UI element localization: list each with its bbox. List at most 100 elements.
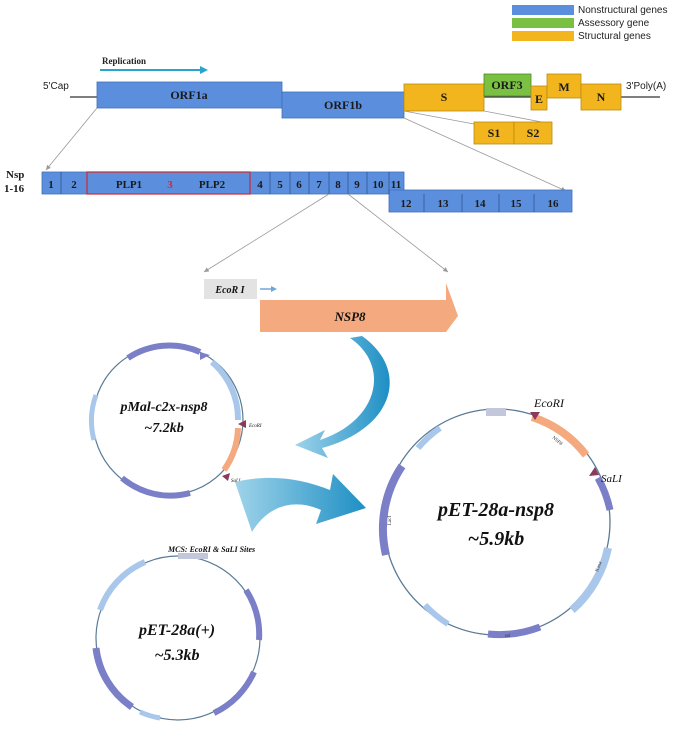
mcs-label: MCS: EcoRI & SaLI Sites — [167, 545, 255, 554]
five-prime-cap: 5'Cap — [43, 81, 69, 92]
pet28a-kana — [243, 588, 263, 641]
nsp-14: 14 — [475, 198, 487, 210]
orf1b-label: ORF1b — [324, 98, 362, 112]
pet28a-size: ~5.3kb — [154, 647, 199, 664]
final-ori-label: ori — [505, 634, 511, 639]
legend-swatch-accessory — [512, 18, 574, 28]
nsp-16: 16 — [548, 198, 560, 210]
nsp8-insert-label: NSP8 — [333, 309, 366, 324]
legend-swatch-structural — [512, 31, 574, 41]
nsp8-insert: EcoR I NSP8 — [204, 279, 458, 332]
replication-label: Replication — [102, 56, 146, 66]
pmal-plasmid: EcoRI SaLI pMal-c2x-nsp8 ~7.2kb — [88, 342, 262, 499]
pmal-sali-marker — [222, 473, 230, 481]
nsp8-arrow — [260, 283, 458, 332]
orf-zoom-line-left — [45, 107, 98, 171]
legend-label-accessory: Assessory gene — [578, 18, 650, 29]
nsp-8: 8 — [335, 179, 341, 191]
s2-label: S2 — [527, 126, 540, 140]
final-name: pET-28a-nsp8 — [436, 499, 554, 521]
final-nsp8-label: NSP8 — [551, 436, 564, 448]
n-gene-label: N — [597, 90, 606, 104]
final-feature-topleft — [415, 425, 442, 450]
nsp8-zoom-line-right — [347, 193, 449, 273]
pet28a-feature-bottom — [138, 709, 161, 721]
e-gene-label: E — [535, 92, 543, 106]
nsp-7: 7 — [316, 179, 322, 191]
s-gene-block — [403, 83, 485, 112]
legend-swatch-nonstructural — [512, 5, 574, 15]
pmal-ecori-label: EcoRI — [248, 424, 262, 429]
pmal-size: ~7.2kb — [144, 421, 183, 436]
nsp8-zoom-line-left — [203, 193, 330, 273]
orf1b-block — [281, 91, 405, 119]
nsp-10: 10 — [373, 179, 385, 191]
pmal-sali-label: SaLI — [231, 479, 241, 484]
pmal-feature-malE — [209, 359, 242, 421]
nsp-plp2: PLP2 — [199, 179, 226, 191]
m-gene-label: M — [558, 80, 569, 94]
pet28a-laci — [92, 647, 135, 710]
nsp-15: 15 — [511, 198, 523, 210]
pet28a-ori — [212, 670, 257, 716]
final-sali-marker — [589, 467, 599, 476]
replication-arrowhead — [200, 66, 208, 74]
plp-region-outline — [86, 171, 251, 195]
orf-zoom-line-right — [403, 117, 567, 192]
pmal-feature-bottom — [120, 475, 191, 499]
pmal-feature-left — [88, 394, 99, 441]
pmal-name: pMal-c2x-nsp8 — [119, 400, 207, 415]
ecori-arrowhead — [271, 286, 277, 292]
orf3-block — [483, 73, 532, 97]
nsp-3: 3 — [167, 179, 173, 191]
nsp-1: 1 — [48, 179, 54, 191]
final-size: ~5.9kb — [468, 528, 524, 550]
final-feature-bottomleft — [422, 602, 450, 627]
pet28a-plasmid: MCS: EcoRI & SaLI Sites pET-28a(+) ~5.3k… — [92, 545, 263, 721]
nsp-map: Nsp 1-16 1 2 PLP1 3 PLP2 4 5 6 7 — [4, 169, 573, 273]
orf3-label: ORF3 — [491, 78, 522, 92]
final-ori — [487, 623, 542, 639]
nsp-12: 12 — [401, 198, 413, 210]
nsp-plp1: PLP1 — [116, 179, 142, 191]
genome-map: Replication 5'Cap 3'Poly(A) ORF1a ORF1b … — [43, 56, 666, 192]
orf1a-block — [96, 81, 283, 109]
ecori-site-box — [204, 279, 257, 299]
ecori-site-label: EcoR I — [214, 285, 245, 296]
nsp-5: 5 — [277, 179, 283, 191]
final-laci — [378, 463, 406, 556]
nsp-9: 9 — [354, 179, 360, 191]
nsp-bottom-row — [388, 189, 573, 213]
s2-block — [513, 121, 553, 145]
final-kana — [569, 547, 612, 614]
nsp-label-line2: 1-16 — [4, 183, 25, 195]
pmal-ecori-marker — [238, 420, 246, 428]
final-kana-label: Kana — [595, 560, 604, 572]
pet28a-nsp8-plasmid: NSP8 Kana ori LacI EcoRI SaLI pET-28a-ns… — [378, 396, 623, 639]
pmal-nsp8-insert — [221, 427, 241, 472]
n-gene-block — [580, 83, 622, 111]
pet28a-mcs-box — [178, 553, 208, 559]
final-mcs-box — [486, 408, 506, 416]
nsp-label-line1: Nsp — [6, 169, 24, 181]
orf1a-label: ORF1a — [170, 88, 207, 102]
pmal-feature-top — [126, 342, 202, 361]
final-ecori-label: EcoRI — [533, 396, 565, 410]
curved-cloning-arrow — [295, 336, 390, 458]
pet28a-feature-topleft — [97, 559, 147, 612]
final-feature-ori-top — [594, 476, 614, 511]
nsp-6: 6 — [296, 179, 302, 191]
nsp-4: 4 — [257, 179, 263, 191]
nsp-11: 11 — [391, 179, 401, 191]
big-cloning-arrow — [235, 474, 366, 532]
legend: Nonstructural genes Assessory gene Struc… — [512, 5, 668, 42]
final-nsp8-insert — [530, 413, 590, 458]
s-gene-label: S — [441, 90, 448, 104]
legend-label-structural: Structural genes — [578, 31, 651, 42]
final-ecori-marker — [530, 412, 540, 420]
s-zoom-line-left — [403, 110, 475, 125]
legend-label-nonstructural: Nonstructural genes — [578, 5, 668, 16]
nsp-2: 2 — [71, 179, 77, 191]
pet28a-name: pET-28a(+) — [137, 622, 215, 639]
